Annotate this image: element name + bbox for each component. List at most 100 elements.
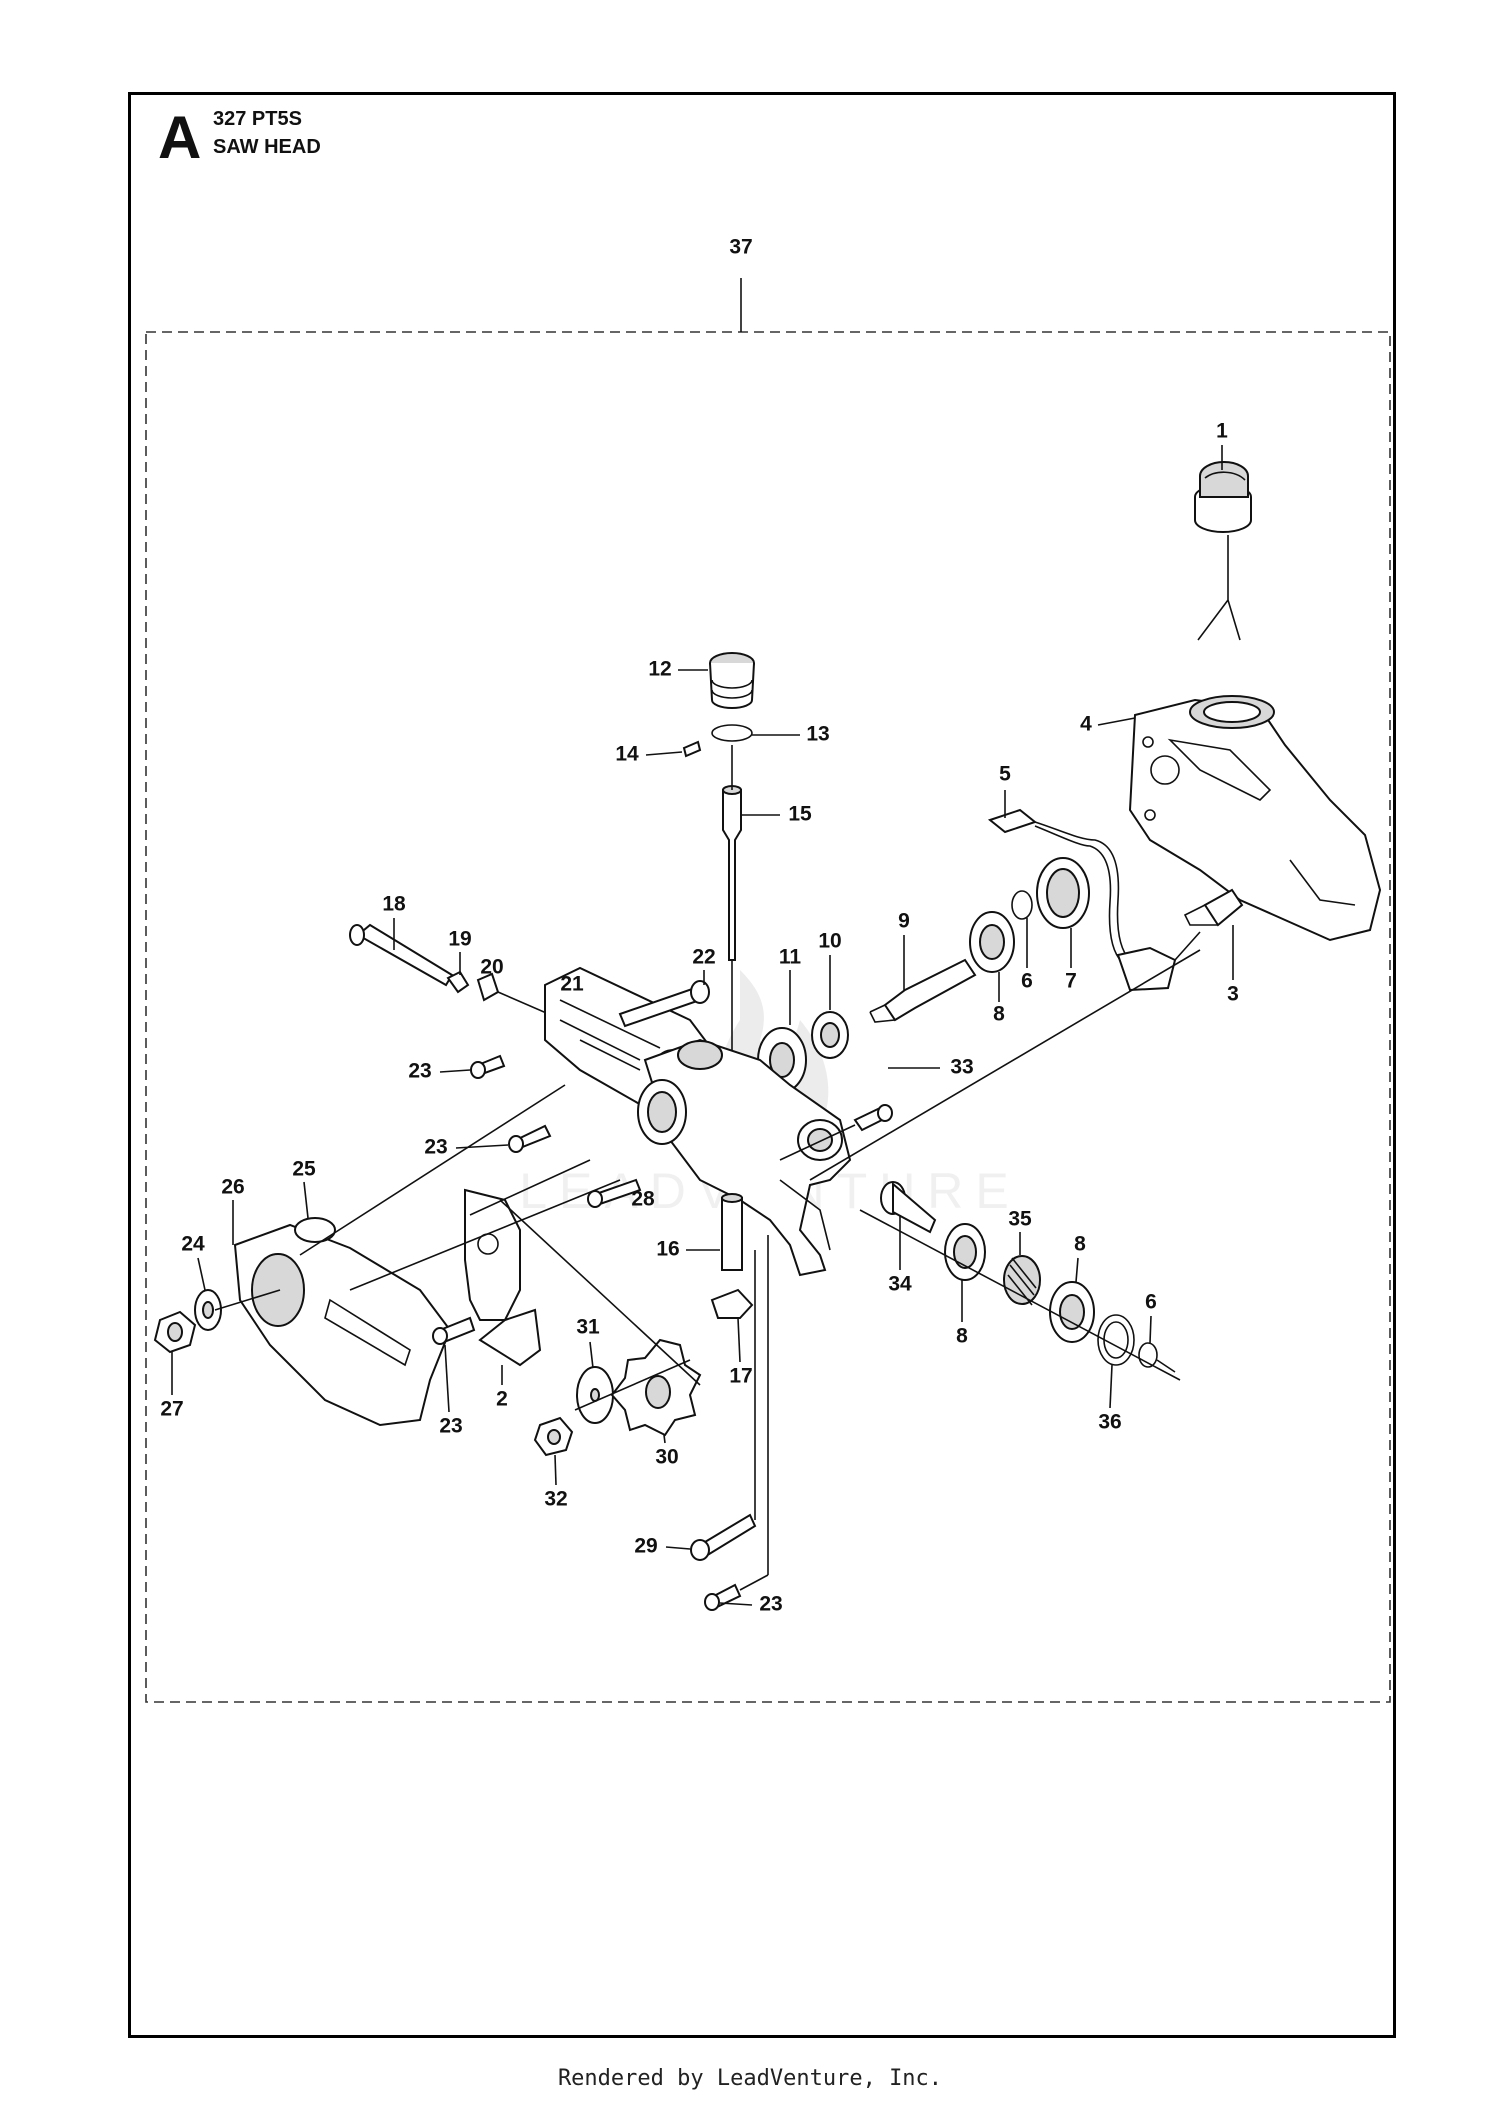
callout-26: 26 <box>221 1176 245 1245</box>
part-10-washer <box>811 1011 849 1059</box>
callout-4: 4 <box>1080 713 1136 736</box>
callout-label: 21 <box>560 973 584 996</box>
callout-label: 31 <box>576 1316 600 1339</box>
callout-label: 3 <box>1227 983 1239 1006</box>
part-27-nut <box>153 1310 197 1354</box>
callout-label: 23 <box>424 1136 447 1159</box>
callout-label: 32 <box>544 1488 567 1511</box>
callout-label: 8 <box>956 1325 968 1348</box>
callout-19: 19 <box>448 928 472 975</box>
part-29-screw <box>690 1250 757 1561</box>
callout-label: 28 <box>631 1188 655 1211</box>
callout-label: 17 <box>729 1365 752 1388</box>
callout-label: 29 <box>634 1535 657 1558</box>
callout-label: 22 <box>692 946 715 969</box>
callout-29: 29 <box>634 1535 691 1558</box>
callout-6-low: 6 <box>1145 1291 1157 1344</box>
section-letter: A <box>158 104 202 171</box>
part-14-pin <box>682 740 702 758</box>
part-13-o-ring <box>711 724 753 742</box>
assembly-lines <box>214 949 1201 1411</box>
callout-16: 16 <box>656 1238 720 1261</box>
part-22-bolt <box>618 980 710 1028</box>
callout-label: 15 <box>788 803 812 826</box>
gear-housing <box>637 1038 852 1277</box>
callout-label: 23 <box>439 1415 462 1438</box>
part-8-bearing <box>969 911 1015 973</box>
part-2-plate <box>464 1188 542 1367</box>
callout-24: 24 <box>181 1233 206 1291</box>
callout-15: 15 <box>741 803 812 826</box>
callout-label: 25 <box>292 1158 316 1181</box>
callout-label: 30 <box>655 1446 678 1469</box>
callout-37: 37 <box>729 236 752 259</box>
callout-20: 20 <box>480 956 503 979</box>
callout-22: 22 <box>692 946 716 985</box>
part-23-screw-b <box>508 1124 552 1153</box>
callout-21: 21 <box>560 973 584 996</box>
part-34-sprocket-shaft <box>880 1181 937 1234</box>
part-5-oil-hose <box>987 808 1201 992</box>
callout-label: 12 <box>648 658 671 681</box>
callout-12: 12 <box>648 658 708 681</box>
callout-34: 34 <box>888 1215 912 1296</box>
callout-label: 13 <box>806 723 829 746</box>
callout-label: 4 <box>1080 713 1092 736</box>
callout-23-d: 23 <box>719 1593 783 1616</box>
callout-label: 11 <box>779 946 802 969</box>
callout-8-mid: 8 <box>1074 1233 1086 1283</box>
callout-label: 2 <box>496 1388 508 1411</box>
callout-label: 14 <box>615 743 639 766</box>
callout-23-a: 23 <box>408 1060 471 1083</box>
callout-2: 2 <box>496 1365 508 1411</box>
callout-30: 30 <box>655 1434 679 1469</box>
callout-31: 31 <box>576 1316 600 1369</box>
callout-7: 7 <box>1065 928 1077 993</box>
model-name: 327 PT5S <box>213 108 302 130</box>
part-19-nut <box>446 970 470 994</box>
callout-32: 32 <box>544 1454 568 1511</box>
callout-label: 26 <box>221 1176 244 1199</box>
callout-label: 8 <box>1074 1233 1086 1256</box>
callout-label: 33 <box>950 1056 973 1079</box>
part-8-bearing-lower-a <box>944 1223 986 1281</box>
callout-label: 7 <box>1065 970 1077 993</box>
callout-label: 10 <box>818 930 841 953</box>
callout-13: 13 <box>752 723 830 746</box>
callout-23-b: 23 <box>424 1136 509 1159</box>
callout-label: 36 <box>1098 1411 1121 1434</box>
callout-14: 14 <box>615 743 683 766</box>
part-7-seal <box>1036 857 1090 929</box>
part-32-nut <box>533 1416 574 1457</box>
callout-5: 5 <box>999 763 1011 818</box>
callout-3: 3 <box>1227 925 1239 1006</box>
part-28-screw <box>587 1178 642 1208</box>
callout-label: 5 <box>999 763 1011 786</box>
part-3-fitting <box>1183 888 1244 927</box>
callout-label: 6 <box>1021 970 1033 993</box>
callout-label: 18 <box>382 893 406 916</box>
callout-label: 6 <box>1145 1291 1157 1314</box>
callout-1: 1 <box>1216 420 1228 470</box>
callout-label: 27 <box>160 1398 183 1421</box>
callout-36: 36 <box>1098 1364 1122 1434</box>
part-4-oil-tank <box>1128 695 1382 942</box>
render-credit: Rendered by LeadVenture, Inc. <box>557 2066 943 2091</box>
callout-35: 35 <box>1008 1208 1032 1255</box>
callout-label: 37 <box>729 236 752 259</box>
assembly-boundary <box>145 331 1391 1703</box>
part-8-bearing-lower-b <box>1049 1281 1095 1343</box>
callout-label: 1 <box>1216 420 1228 443</box>
part-24-washer <box>194 1289 222 1331</box>
callout-label: 24 <box>181 1233 205 1256</box>
callout-6-top: 6 <box>1021 918 1033 993</box>
callout-9: 9 <box>898 910 910 990</box>
callout-28: 28 <box>631 1188 655 1211</box>
part-6-circlip-lower <box>1138 1342 1176 1373</box>
callout-label: 34 <box>888 1273 912 1296</box>
callout-label: 20 <box>480 956 503 979</box>
diagram-frame <box>128 92 1396 2038</box>
part-9-drive-shaft <box>869 958 977 1023</box>
callout-11: 11 <box>779 946 802 1025</box>
part-25-clip <box>294 1217 336 1243</box>
